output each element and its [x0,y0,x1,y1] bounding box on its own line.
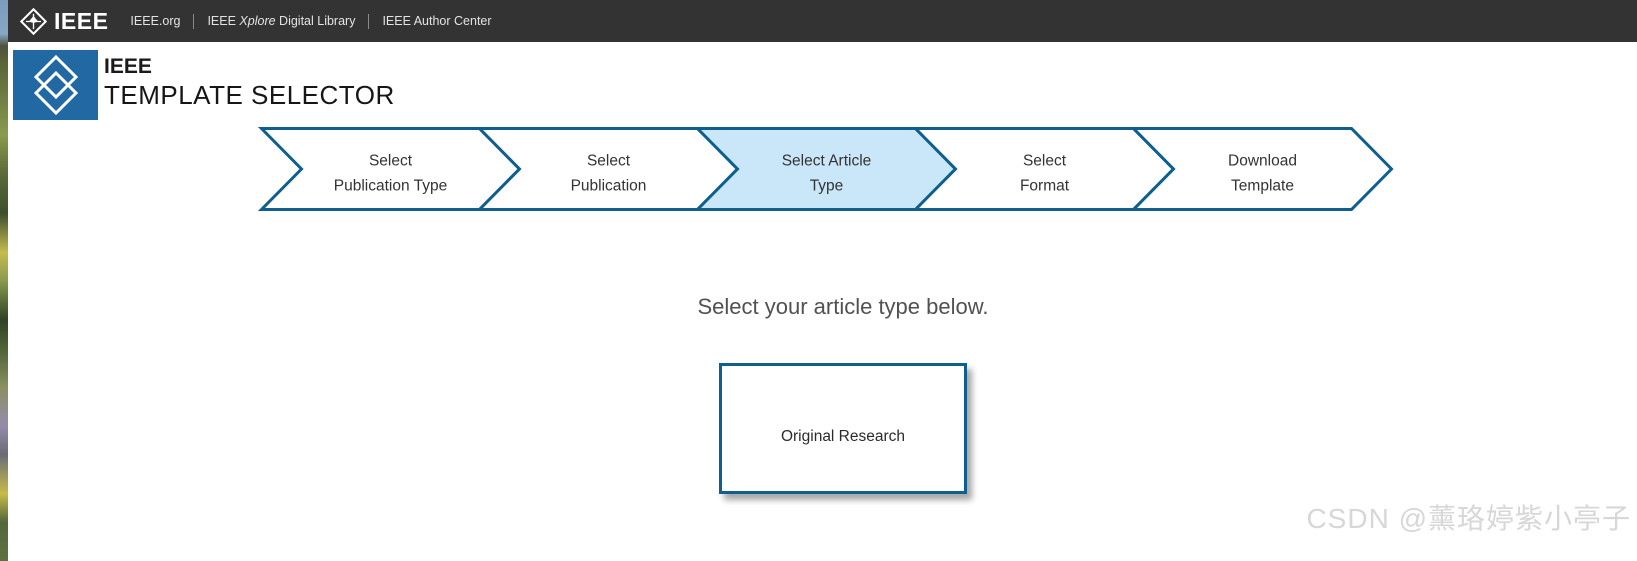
svg-text:Publication: Publication [571,178,647,195]
svg-text:Select Article: Select Article [782,153,872,170]
nav-link-author-center[interactable]: IEEE Author Center [382,14,492,28]
ieee-brand-logo[interactable]: IEEE [20,7,109,35]
step-select-article-type[interactable]: Select Article Type [693,127,958,211]
double-diamond-icon [33,54,78,116]
step-select-publication[interactable]: Select Publication [475,127,740,211]
svg-text:Select: Select [587,153,631,170]
page-title-template-selector: TEMPLATE SELECTOR [104,80,395,111]
svg-text:Format: Format [1020,178,1070,195]
nav-link-xplore-digital-library[interactable]: IEEE Xplore Digital Library [207,14,355,28]
nav-link-ieee-org[interactable]: IEEE.org [130,14,181,28]
article-type-label: Original Research [780,427,906,445]
step-download-template[interactable]: Download Template [1129,127,1394,211]
csdn-watermark: CSDN @薰珞婷紫小亭子 [1306,503,1631,534]
svg-text:Publication Type: Publication Type [334,178,447,195]
template-selector-logo[interactable] [13,50,98,120]
xplore-suffix: Digital Library [275,14,356,28]
xplore-prefix: IEEE [207,14,240,28]
ieee-brand-text: IEEE [54,7,109,34]
ieee-diamond-icon [20,7,47,35]
nav-separator [368,13,370,29]
svg-text:Download: Download [1228,153,1297,170]
nav-separator [193,13,195,29]
svg-text:Template: Template [1231,178,1294,195]
top-nav-links: IEEE.org IEEE Xplore Digital Library IEE… [130,13,492,29]
page-title: IEEE TEMPLATE SELECTOR [104,54,395,112]
top-nav-bar: IEEE IEEE.org IEEE Xplore Digital Librar… [8,0,1637,42]
page-title-ieee: IEEE [104,55,152,78]
article-type-prompt: Select your article type below. [697,294,989,319]
step-select-format[interactable]: Select Format [911,127,1176,211]
article-type-original-research-button[interactable]: Original Research [719,363,967,494]
xplore-italic: Xplore [239,14,276,28]
svg-text:Select: Select [1023,153,1067,170]
step-progress-bar: Select Publication Type Select Publicati… [257,127,1394,211]
svg-text:Select: Select [369,153,413,170]
svg-text:Type: Type [810,178,844,195]
background-photo-strip [0,0,8,561]
step-select-publication-type[interactable]: Select Publication Type [257,127,522,211]
